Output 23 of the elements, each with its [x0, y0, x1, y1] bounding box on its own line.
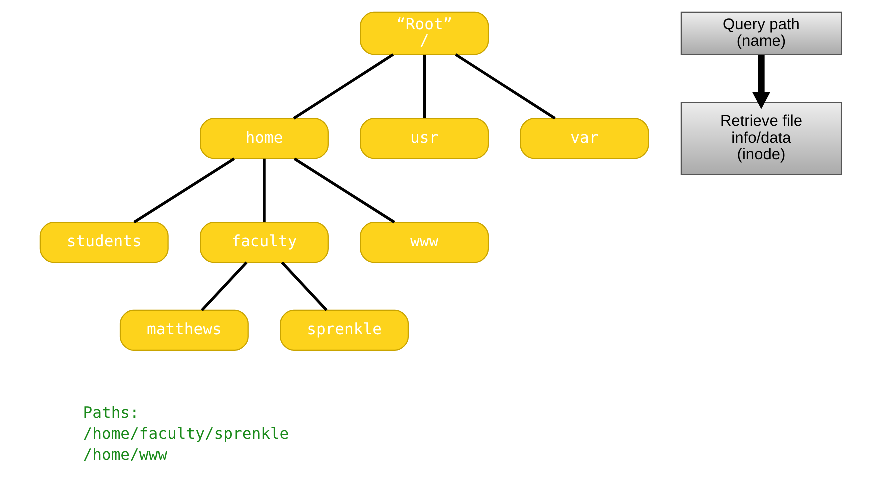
node-box: Retrieve file info/data (inode) [680, 102, 842, 176]
label: /home/faculty/sprenkle [82, 425, 289, 444]
label: Paths: [82, 404, 139, 422]
node-box: “Root” / [360, 12, 489, 56]
arrow [752, 55, 770, 110]
connector [454, 54, 556, 120]
node-box: var [520, 118, 649, 160]
node-box: home [200, 118, 328, 160]
node-box: students [39, 222, 168, 264]
connector [293, 158, 395, 224]
connector [262, 158, 266, 222]
connector [422, 55, 426, 118]
connector [133, 158, 235, 224]
node-box: sprenkle [280, 310, 409, 352]
connector [200, 262, 248, 312]
node-box: matthews [119, 310, 248, 352]
node-box: Query path (name) [680, 12, 842, 56]
node-box: usr [360, 118, 489, 160]
label: /home/www [82, 446, 168, 464]
node-box: faculty [200, 222, 328, 264]
node-box: www [360, 222, 489, 264]
connector [292, 54, 394, 120]
connector [280, 262, 328, 312]
